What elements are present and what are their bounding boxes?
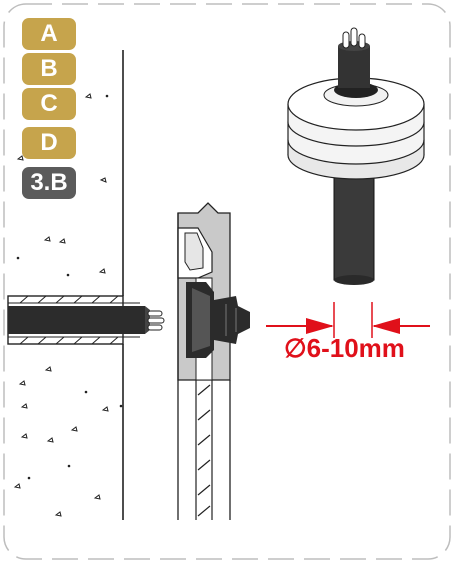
wall-section — [13, 50, 124, 520]
step-tag-d: D — [22, 127, 76, 159]
step-tag-c: C — [22, 88, 76, 120]
step-tag-3b: 3.B — [22, 167, 76, 199]
step-tag-a: A — [22, 18, 76, 50]
wall-pipe — [7, 295, 165, 345]
diameter-dimension-label: ∅6-10mm — [284, 333, 405, 363]
cable-gland-3d — [287, 27, 425, 285]
step-tag-b: B — [22, 53, 76, 85]
dimension-arrows — [266, 302, 430, 338]
panel-section — [177, 202, 250, 520]
